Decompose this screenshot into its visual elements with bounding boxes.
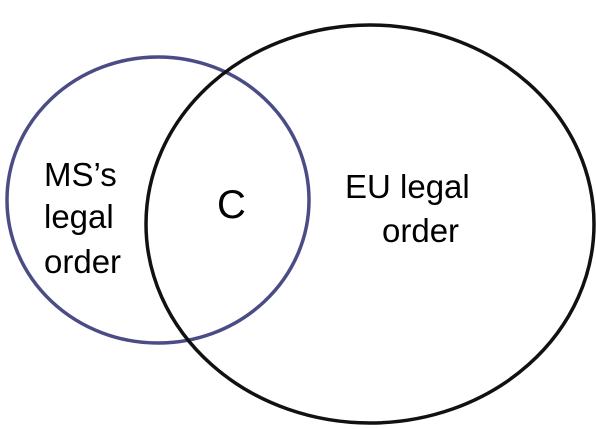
intersection-label: C	[217, 183, 246, 227]
ms-legal-order-circle	[5, 55, 311, 345]
ms-legal-order-label: MS’s legal order	[44, 156, 126, 280]
eu-legal-order-label: EU legal order	[345, 168, 479, 249]
ms-label-line-1: MS’s	[44, 156, 117, 193]
eu-legal-order-circle	[144, 23, 596, 425]
ms-label-line-2: legal	[44, 198, 114, 235]
eu-label-line-1: EU legal	[345, 168, 470, 205]
eu-label-line-2: order	[382, 212, 459, 249]
ms-label-line-3: order	[44, 243, 121, 280]
